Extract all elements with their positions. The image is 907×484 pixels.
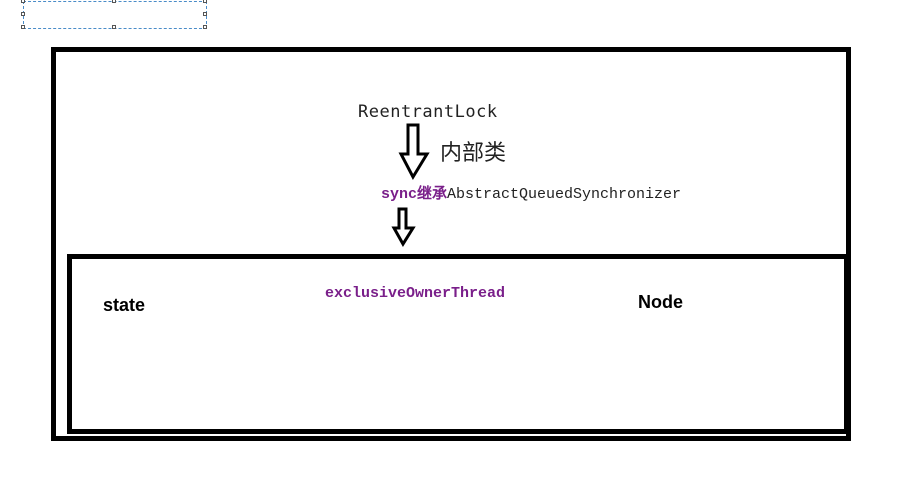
sync-inheritance-line: sync继承AbstractQueuedSynchronizer [381,186,681,202]
resize-handle-bottom-center[interactable] [112,25,116,29]
state-field: state [103,295,146,315]
exclusive-owner-thread-field: exclusiveOwnerThread [325,285,506,302]
sync-keyword: sync继承 [381,186,448,203]
aqs-class-name: AbstractQueuedSynchronizer [447,186,682,203]
resize-handle-bottom-right[interactable] [203,25,207,29]
inner-class-arrow-icon [398,123,430,181]
resize-handle-top-right[interactable] [203,0,207,3]
aqs-arrow-icon [391,207,416,247]
resize-handle-middle-right[interactable] [203,12,207,16]
resize-handle-middle-left[interactable] [21,12,25,16]
inner-class-label: 内部类 [440,141,507,166]
resize-handle-top-left[interactable] [21,0,25,3]
selection-box[interactable] [21,0,207,29]
resize-handle-top-center[interactable] [112,0,116,3]
reentrantlock-label: ReentrantLock [358,102,498,122]
aqs-box [67,254,849,434]
node-field: Node [638,292,683,312]
resize-handle-bottom-left[interactable] [21,25,25,29]
reentrantlock-box [51,47,851,441]
